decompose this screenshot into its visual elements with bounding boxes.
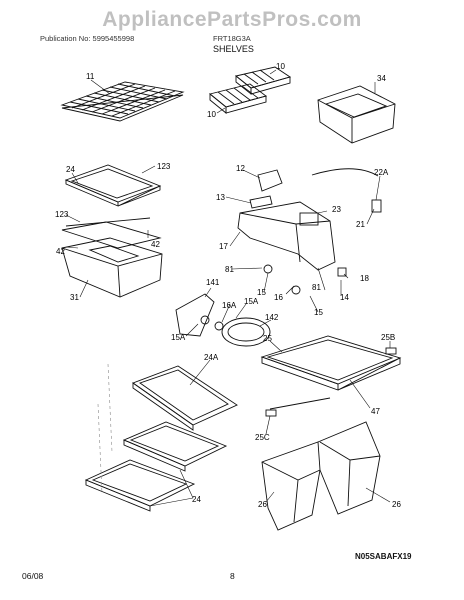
watermark: AppliancePartsPros.com — [102, 8, 362, 31]
callout-16: 16 — [274, 293, 283, 302]
callout-31: 31 — [70, 293, 79, 302]
callout-123a: 123 — [157, 162, 171, 171]
ice-tray — [209, 66, 292, 114]
callout-11: 11 — [86, 72, 95, 81]
glass-shelf-side — [84, 365, 238, 512]
glass-shelf-main — [260, 335, 402, 417]
callout-22A: 22A — [374, 168, 389, 177]
callout-13: 13 — [216, 193, 225, 202]
callout-142: 142 — [265, 313, 279, 322]
callout-23: 23 — [332, 205, 341, 214]
callout-10b: 10 — [207, 110, 216, 119]
callout-16A: 16A — [222, 301, 237, 310]
callout-81a: 81 — [225, 265, 234, 274]
callout-15Ab: 15A — [171, 333, 186, 342]
callout-15Aa: 15A — [244, 297, 259, 306]
glass-shelf-upper-left — [61, 164, 162, 249]
lamp-socket-assembly — [175, 264, 301, 347]
door-bin — [317, 85, 396, 144]
diagram-code: N05SABAFX19 — [355, 552, 412, 561]
callout-34: 34 — [377, 74, 386, 83]
callout-47: 47 — [371, 407, 380, 416]
callout-labels: 11 10 10 34 24 123 123 42 42 31 12 22A 1… — [55, 62, 401, 509]
crisper-drawer-pair — [261, 421, 381, 531]
callout-10a: 10 — [276, 62, 285, 71]
callout-123b: 123 — [55, 210, 69, 219]
callout-17: 17 — [219, 242, 228, 251]
callout-42a: 42 — [151, 240, 160, 249]
callout-26a: 26 — [258, 500, 267, 509]
crisper-drawer-left — [61, 237, 163, 298]
callout-15a: 15 — [257, 288, 266, 297]
wire-shelf — [60, 81, 185, 122]
callout-42b: 42 — [56, 247, 65, 256]
callout-26b: 26 — [392, 500, 401, 509]
callout-141: 141 — [206, 278, 220, 287]
callout-24b: 24 — [192, 495, 201, 504]
callout-14: 14 — [340, 293, 349, 302]
footer-page-number: 8 — [230, 571, 235, 581]
control-housing — [237, 168, 382, 277]
footer-date: 06/08 — [22, 571, 44, 581]
callout-25: 25 — [263, 334, 272, 343]
model-number: FRT18G3A — [213, 34, 251, 43]
callout-24A: 24A — [204, 353, 219, 362]
publication-number: Publication No: 5995455998 — [40, 34, 135, 43]
callout-21: 21 — [356, 220, 365, 229]
callout-15b: 15 — [314, 308, 323, 317]
callout-25C: 25C — [255, 433, 270, 442]
section-title: SHELVES — [213, 44, 254, 54]
callout-18: 18 — [360, 274, 369, 283]
callout-24a: 24 — [66, 165, 75, 174]
callout-25B: 25B — [381, 333, 395, 342]
callout-81b: 81 — [312, 283, 321, 292]
callout-12: 12 — [236, 164, 245, 173]
